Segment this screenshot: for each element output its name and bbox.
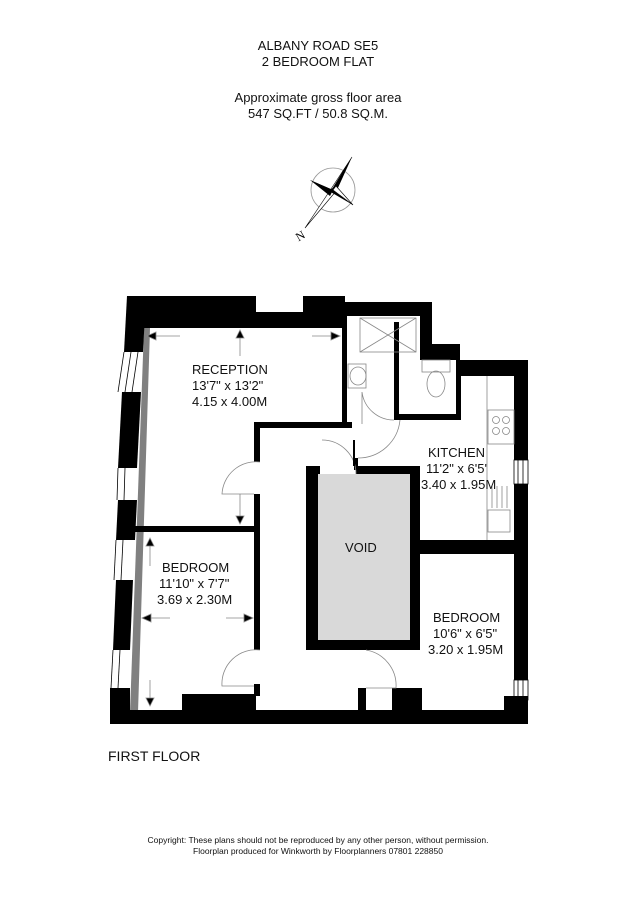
kitchen-imperial: 11'2" x 6'5' bbox=[426, 461, 487, 476]
plan-title: ALBANY ROAD SE5 bbox=[257, 38, 379, 53]
doors bbox=[221, 391, 401, 689]
toilet-bowl-icon bbox=[426, 370, 446, 398]
bedroom1-imperial: 11'10" x 7'7" bbox=[159, 576, 230, 591]
sink-icon bbox=[487, 509, 511, 533]
bathroom-fixtures bbox=[347, 317, 451, 398]
area-label: Approximate gross floor area bbox=[234, 90, 402, 105]
kitchen-name: KITCHEN bbox=[428, 445, 485, 460]
dimension-arrows bbox=[141, 329, 341, 707]
toilet-cistern-icon bbox=[421, 359, 451, 373]
plan-subtitle: 2 BEDROOM FLAT bbox=[261, 54, 375, 69]
windows bbox=[110, 351, 529, 701]
producer-credit: Floorplan produced for Winkworth by Floo… bbox=[193, 846, 443, 856]
kitchen-fixtures bbox=[486, 376, 515, 540]
reception-metric: 4.15 x 4.00M bbox=[192, 394, 267, 409]
area-value: 547 SQ.FT / 50.8 SQ.M. bbox=[248, 106, 388, 121]
walls bbox=[110, 296, 528, 724]
floor-label: FIRST FLOOR bbox=[108, 748, 201, 764]
copyright-notice: Copyright: These plans should not be rep… bbox=[147, 835, 489, 845]
reception-name: RECEPTION bbox=[192, 362, 268, 377]
hob-icon bbox=[487, 409, 515, 445]
room-reception: RECEPTION 13'7" x 13'2" 4.15 x 4.00M bbox=[192, 362, 268, 409]
bedroom1-name: BEDROOM bbox=[162, 560, 229, 575]
void-area bbox=[315, 474, 413, 640]
room-kitchen: KITCHEN 11'2" x 6'5' 3.40 x 1.95M bbox=[421, 445, 496, 492]
bedroom1-metric: 3.69 x 2.30M bbox=[157, 592, 232, 607]
compass-n-label: N bbox=[293, 227, 308, 244]
basin-icon bbox=[347, 363, 367, 389]
bedroom2-imperial: 10'6" x 6'5" bbox=[433, 626, 497, 641]
void-name: VOID bbox=[345, 540, 377, 555]
shower-tray-icon bbox=[359, 317, 417, 353]
room-void: VOID bbox=[345, 540, 377, 555]
room-bedroom-2: BEDROOM 10'6" x 6'5" 3.20 x 1.95M bbox=[428, 610, 503, 657]
room-bedroom-1: BEDROOM 11'10" x 7'7" 3.69 x 2.30M bbox=[157, 560, 232, 607]
reception-imperial: 13'7" x 13'2" bbox=[192, 378, 264, 393]
bedroom2-metric: 3.20 x 1.95M bbox=[428, 642, 503, 657]
north-compass-icon: N bbox=[293, 156, 356, 244]
kitchen-metric: 3.40 x 1.95M bbox=[421, 477, 496, 492]
left-wall-lining bbox=[130, 328, 150, 712]
bedroom2-name: BEDROOM bbox=[433, 610, 500, 625]
